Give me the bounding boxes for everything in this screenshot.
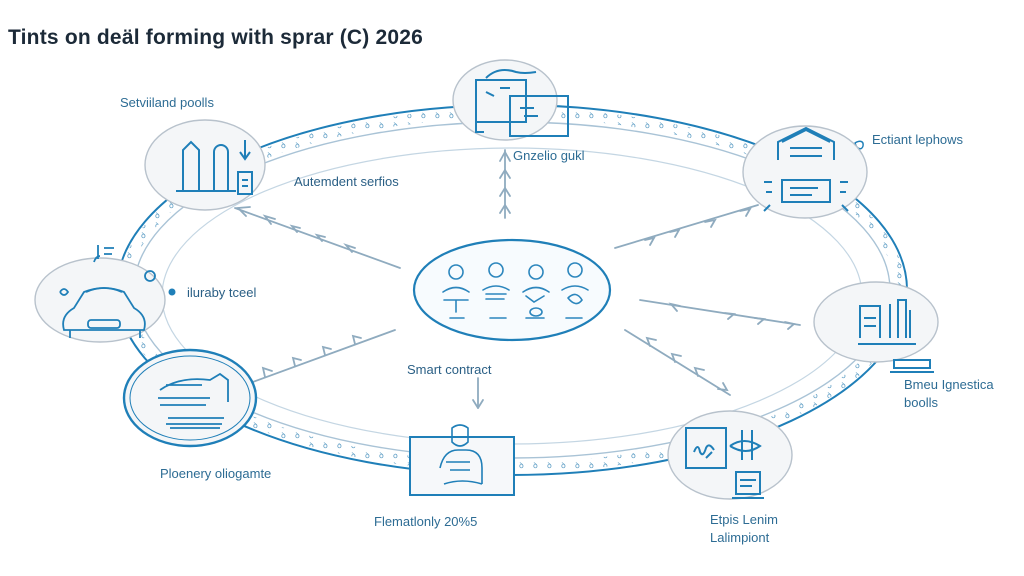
machine-device-icon — [59, 245, 156, 338]
node-label-bottom: Flematlonly 20%5 — [374, 514, 478, 529]
node-label-bottom-right: Etpis Lenim Lalimpiont — [710, 512, 778, 545]
node-label-right: Bmeu Ignestica boolls — [904, 377, 994, 410]
node-top-right[interactable] — [742, 125, 868, 219]
node-sublabel-top-left: Autemdent serfios — [294, 174, 399, 189]
node-bottom[interactable] — [409, 424, 515, 496]
document-window-icon — [475, 69, 569, 137]
node-label-bottom-left: Ploenery oliogamte — [160, 466, 272, 481]
connector-arrows — [234, 140, 864, 409]
stacked-papers-icon — [158, 372, 229, 429]
node-bottom-right[interactable] — [667, 410, 793, 500]
chart-board-icon — [685, 427, 764, 499]
person-portrait-icon — [439, 424, 483, 485]
arrow-bottom — [472, 377, 484, 409]
bank-building-icon — [763, 126, 849, 212]
buildings-download-icon — [176, 140, 253, 195]
arrow-right — [639, 299, 801, 330]
node-label-top-left: Setviiland poolls — [120, 95, 214, 110]
center-hub — [412, 238, 612, 342]
arrow-top — [499, 149, 511, 219]
node-top-left[interactable] — [144, 119, 266, 211]
arrow-bottom-right — [624, 329, 731, 396]
node-label-left: iluraby tceel — [187, 285, 257, 300]
people-at-desks-icon — [442, 262, 589, 319]
node-top[interactable] — [452, 59, 569, 141]
node-label-top-right: Ectiant lephows — [872, 132, 964, 147]
node-right[interactable] — [813, 281, 939, 373]
bar-chart-laptop-icon — [858, 299, 934, 373]
node-bottom-left[interactable] — [122, 348, 258, 448]
arrow-top-right — [614, 204, 759, 249]
page-title: Tints on deäl forming with sprаr (C) 202… — [8, 26, 424, 49]
arrow-top-left — [234, 206, 401, 269]
arrow-left — [249, 329, 396, 384]
node-label-top: Gnzelio gukl — [513, 148, 585, 163]
center-label: Smart contract — [407, 362, 492, 377]
node-left[interactable] — [34, 245, 176, 343]
